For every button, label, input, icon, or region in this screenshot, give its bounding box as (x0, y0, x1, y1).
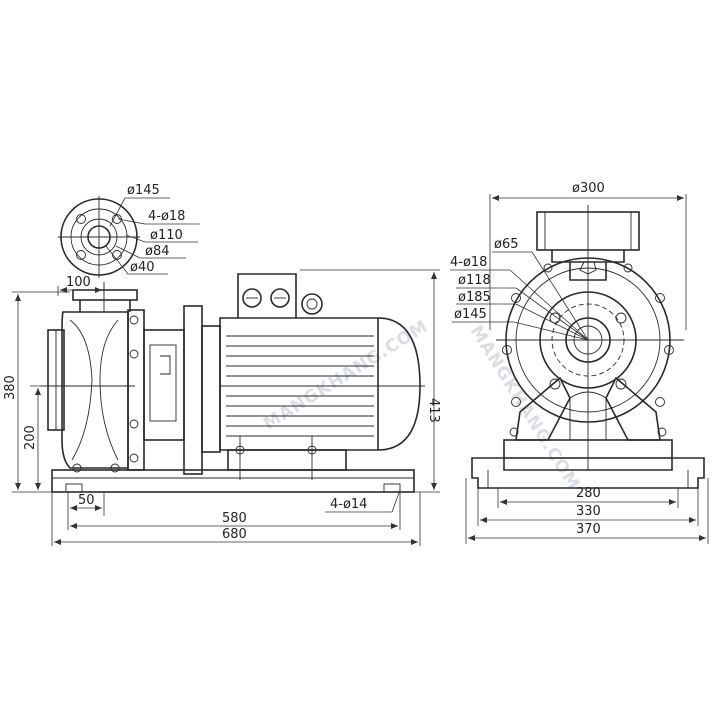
front-holes-label: 4-ø18 (450, 255, 487, 270)
motor-feet (227, 436, 347, 480)
front-dimensions: ø300 280 330 370 (465, 181, 709, 544)
pump-casing (40, 311, 135, 473)
front-dim-370-label: 370 (576, 522, 601, 537)
front-dim-330-label: 330 (576, 504, 601, 519)
watermark-center: MANGKHANG.COM (260, 316, 432, 434)
dim-200-label: 200 (23, 425, 38, 450)
watermark-layer: MANGKHANG.COM MANGKHANG.COM (260, 316, 584, 494)
front-dia-185-label: ø185 (458, 290, 491, 305)
flange-holes-label: 4-ø18 (148, 209, 185, 224)
motor-body (219, 317, 425, 451)
flange-dia-110-label: ø110 (150, 228, 183, 243)
side-dimensions: 100 380 200 413 50 4-ø14 (3, 269, 441, 546)
front-dia-65-label: ø65 (494, 237, 519, 252)
front-dia-145-label: ø145 (454, 307, 487, 322)
front-dia-300-label: ø300 (572, 181, 605, 196)
dim-580-label: 580 (222, 511, 247, 526)
front-base (471, 457, 705, 489)
flange-dia-84-label: ø84 (145, 244, 170, 259)
suction-flange-view: ø145 4-ø18 ø110 ø84 ø40 (58, 183, 200, 278)
motor-flange (183, 305, 221, 475)
base-holes-label: 4-ø14 (330, 497, 367, 512)
front-dia-118-label: ø118 (458, 273, 491, 288)
dim-50-label: 50 (78, 493, 95, 508)
front-dim-280-label: 280 (576, 486, 601, 501)
bearing-bracket (127, 309, 185, 471)
front-view: 4-ø18 ø65 ø118 ø185 ø145 ø300 280 330 (450, 181, 709, 544)
dim-680-label: 680 (222, 527, 247, 542)
dim-413-label: 413 (426, 398, 441, 423)
dim-100-label: 100 (66, 275, 91, 290)
front-support (503, 376, 673, 459)
front-leaders: 4-ø18 ø65 ø118 ø185 ø145 (450, 237, 589, 341)
flange-dia-40-label: ø40 (130, 260, 155, 275)
dim-380-label: 380 (3, 375, 18, 400)
base-plate (51, 469, 415, 493)
side-view: ø145 4-ø18 ø110 ø84 ø40 (3, 183, 441, 546)
front-volute (496, 250, 684, 423)
front-suction-flange (539, 291, 637, 390)
flange-dia-145-label: ø145 (127, 183, 160, 198)
terminal-box (237, 273, 323, 318)
front-motor-top (536, 205, 640, 470)
